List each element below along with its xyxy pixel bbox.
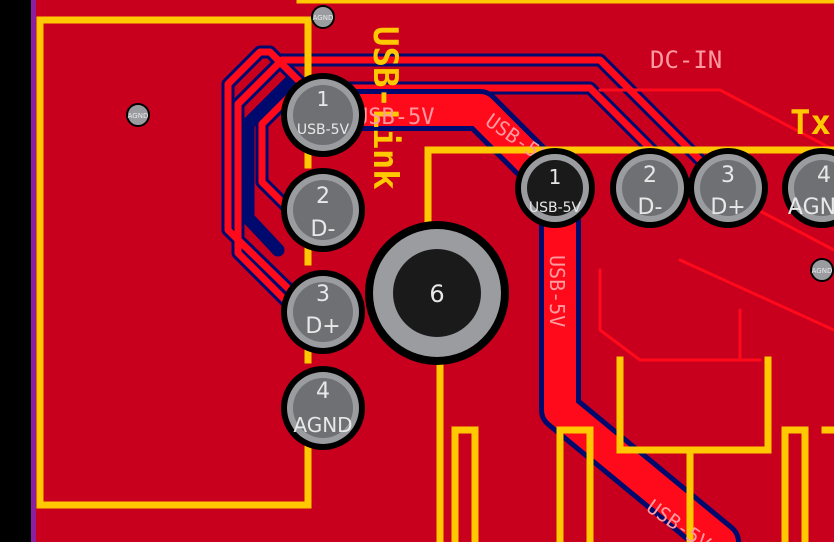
svg-text:AGND: AGND xyxy=(128,112,149,120)
via-agnd-3[interactable]: AGND xyxy=(810,258,834,282)
svg-text:6: 6 xyxy=(429,280,444,308)
svg-text:4: 4 xyxy=(817,163,831,188)
svg-text:AGND: AGND xyxy=(313,14,334,22)
tx-label: Tx xyxy=(790,103,831,143)
svg-text:2: 2 xyxy=(643,163,657,188)
connector-right-outline xyxy=(424,146,834,229)
board-edge-cut xyxy=(31,0,36,542)
via-agnd-1[interactable]: AGND xyxy=(311,5,335,29)
pad-right-2[interactable]: 2 D- xyxy=(610,148,690,228)
usb5v-track-label-vertical: USB-5V xyxy=(545,255,569,327)
svg-text:2: 2 xyxy=(316,184,330,209)
svg-text:D-: D- xyxy=(638,195,663,220)
pad-left-3[interactable]: 3 D+ xyxy=(281,270,365,354)
svg-text:3: 3 xyxy=(721,163,735,188)
via-agnd-2[interactable]: AGND xyxy=(126,103,150,127)
dc-in-label: DC-IN xyxy=(650,46,722,74)
svg-text:D+: D+ xyxy=(305,314,340,339)
svg-text:3: 3 xyxy=(316,282,330,307)
svg-text:1: 1 xyxy=(317,87,330,111)
pad-right-4[interactable]: 4 AGN xyxy=(782,148,834,228)
svg-text:4: 4 xyxy=(316,379,330,404)
svg-text:USB-5V: USB-5V xyxy=(297,122,350,138)
pad-left-1[interactable]: 1 USB-5V xyxy=(281,73,365,157)
pad-right-1[interactable]: 1 USB-5V xyxy=(515,148,595,228)
usb5v-track-label-top: USB-5V xyxy=(355,105,434,130)
usb-link-label: USB-Link xyxy=(365,26,405,190)
pad-left-4[interactable]: 4 AGND xyxy=(281,366,365,450)
connector-right: 1 USB-5V 2 D- 3 D+ 4 AGN xyxy=(515,148,834,228)
svg-text:AGND: AGND xyxy=(293,413,352,437)
svg-text:D-: D- xyxy=(311,217,336,242)
mount-hole-6[interactable]: 6 xyxy=(365,221,509,365)
silkscreen-layer xyxy=(36,0,834,542)
svg-text:D+: D+ xyxy=(710,195,745,220)
svg-text:USB-5V: USB-5V xyxy=(529,200,582,216)
svg-text:AGND: AGND xyxy=(812,267,833,275)
connector-left-outline xyxy=(36,16,312,509)
svg-text:1: 1 xyxy=(549,165,562,189)
pad-left-2[interactable]: 2 D- xyxy=(281,168,365,252)
connector-left: 1 USB-5V 2 D- 3 D+ 4 AGND xyxy=(281,73,365,450)
svg-text:AGN: AGN xyxy=(788,195,834,220)
pad-right-3[interactable]: 3 D+ xyxy=(688,148,768,228)
